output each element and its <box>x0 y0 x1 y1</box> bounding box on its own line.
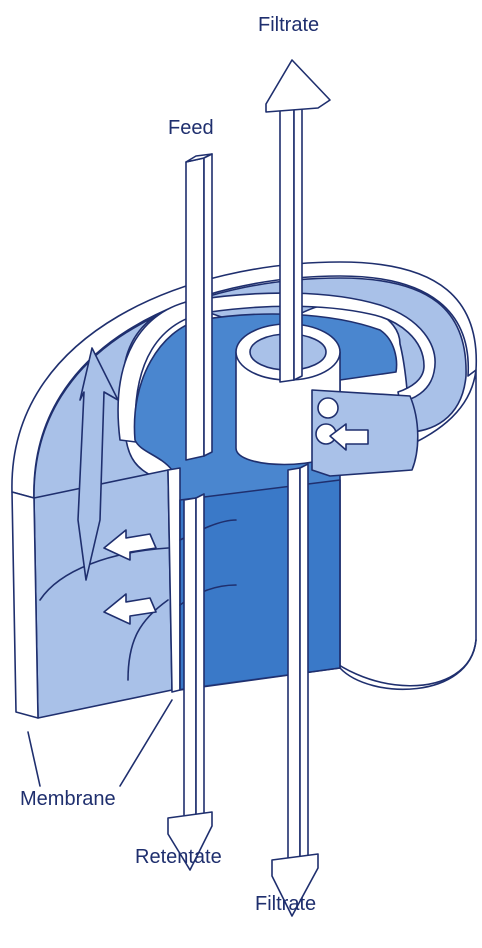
membrane-leader-left <box>28 732 40 786</box>
membrane-label: Membrane <box>20 788 116 811</box>
connector-port <box>318 398 338 418</box>
filtrate-pipe-up <box>280 102 294 382</box>
membrane-leader-right <box>120 700 172 786</box>
membrane-cross-section <box>34 470 172 718</box>
feed-pipe <box>186 158 204 460</box>
filtrate-pipe-down <box>288 468 300 862</box>
filtrate-arrow-up-head <box>266 60 330 112</box>
filtrate-bottom-label: Filtrate <box>255 893 316 916</box>
filtrate-pipe-down-side <box>300 464 308 860</box>
filtrate-top-label: Filtrate <box>258 14 319 37</box>
feed-pipe-side <box>204 154 212 456</box>
outer-cylinder-left-edge <box>12 492 38 718</box>
retentate-label: Retentate <box>135 846 222 869</box>
filtrate-pipe-up-side <box>294 98 302 380</box>
retentate-pipe-side <box>196 494 204 820</box>
feed-label: Feed <box>168 117 214 140</box>
retentate-pipe <box>184 498 196 822</box>
